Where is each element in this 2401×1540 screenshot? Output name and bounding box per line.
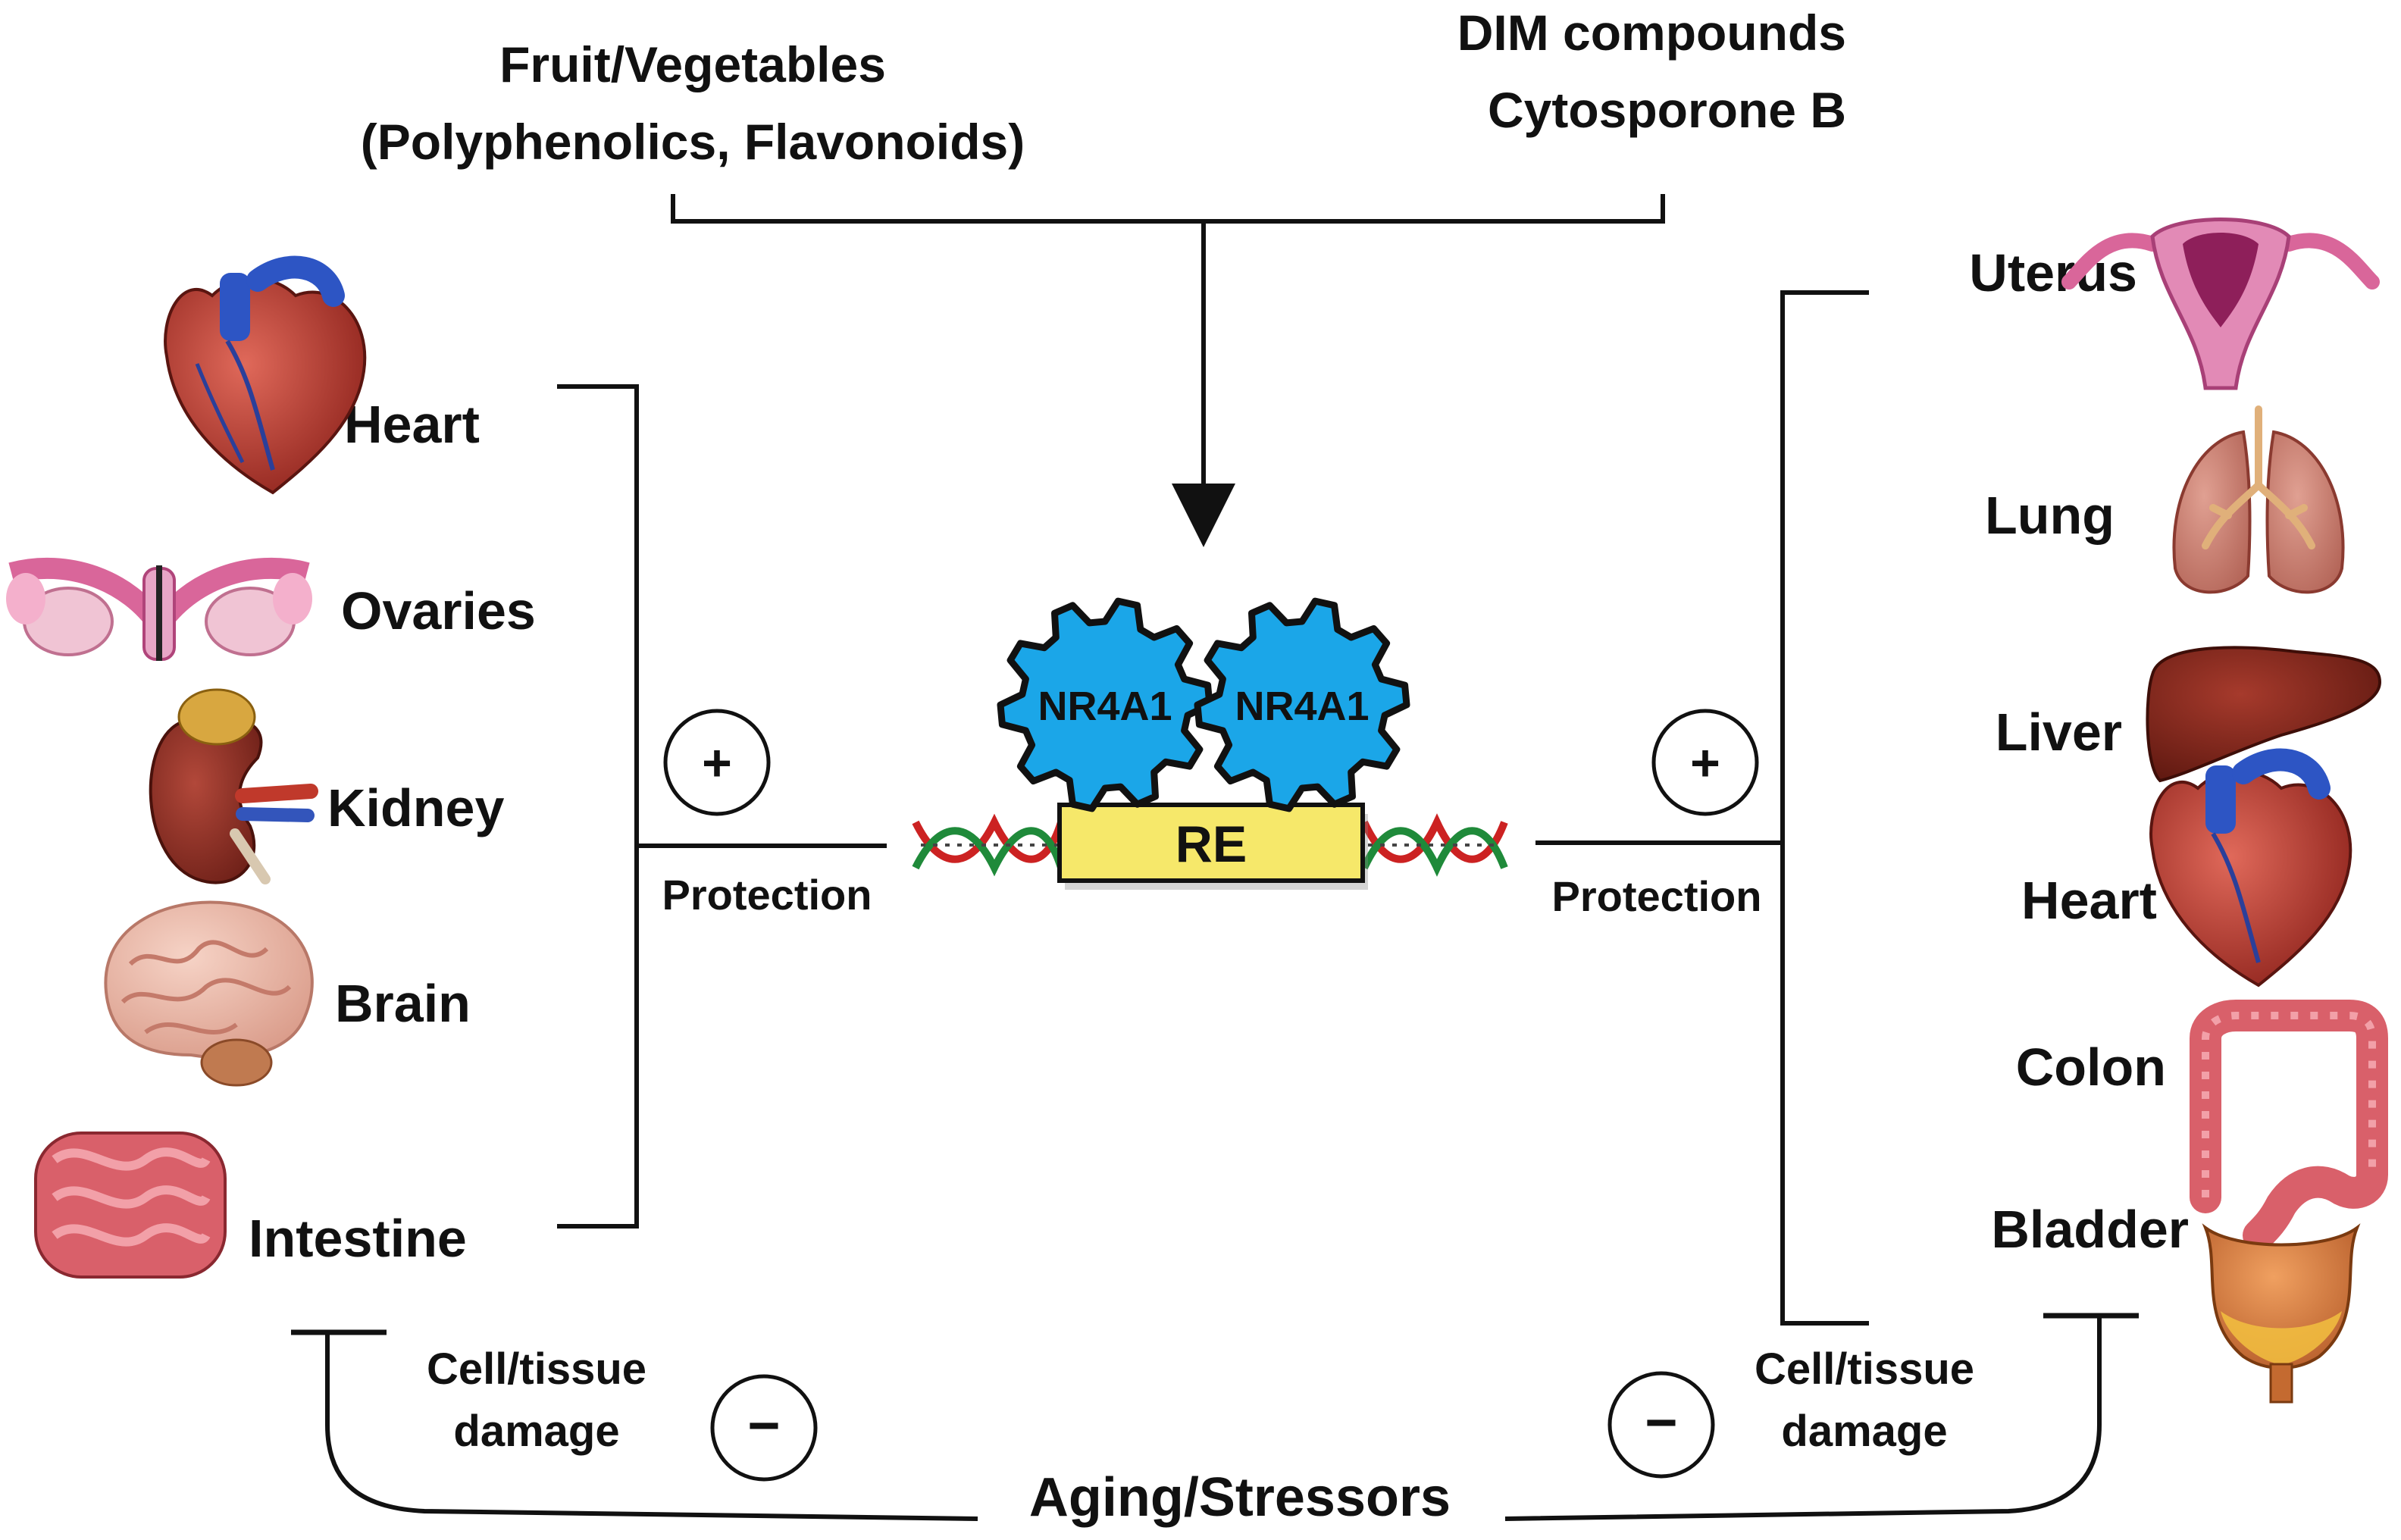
left-minus-circle bbox=[710, 1374, 818, 1482]
input-dim-compounds: DIM compounds bbox=[1457, 5, 1846, 61]
ovaries-icon bbox=[6, 557, 312, 661]
left-plus-circle bbox=[663, 709, 771, 816]
bladder-icon bbox=[2202, 1223, 2361, 1404]
kidney-icon bbox=[149, 688, 318, 884]
left-organ-ovaries-label: Ovaries bbox=[341, 581, 536, 640]
input-polyphenolics: (Polyphenolics, Flavonoids) bbox=[361, 114, 1025, 170]
nr4a1-gear-right bbox=[1194, 597, 1410, 812]
stressor-curve-right bbox=[1504, 1316, 2102, 1521]
right-minus-symbol: − bbox=[1645, 1391, 1677, 1454]
dna-helix-left bbox=[912, 813, 1065, 877]
left-organ-brain-label: Brain bbox=[335, 974, 471, 1033]
response-element-box bbox=[1057, 803, 1365, 883]
uterus-icon bbox=[2061, 218, 2380, 390]
left-protection-label: Protection bbox=[662, 871, 872, 919]
right-organ-colon-label: Colon bbox=[2016, 1038, 2166, 1097]
left-organ-kidney-label: Kidney bbox=[327, 778, 504, 837]
left-damage-label-line1: Cell/tissue bbox=[427, 1344, 646, 1394]
lung-icon bbox=[2172, 405, 2345, 594]
right-damage-label-line1: Cell/tissue bbox=[1755, 1344, 1974, 1394]
nr4a1-label-right: NR4A1 bbox=[1235, 684, 1369, 729]
stressor-curve-left bbox=[325, 1332, 978, 1521]
right-organ-liver-label: Liver bbox=[1996, 703, 2122, 762]
input-fruit-vegetables: Fruit/Vegetables bbox=[499, 36, 886, 92]
right-plus-symbol: + bbox=[1690, 734, 1720, 792]
heart-icon bbox=[2149, 748, 2352, 988]
right-minus-circle bbox=[1607, 1371, 1715, 1479]
liver-icon bbox=[2146, 646, 2382, 783]
left-organ-heart-label: Heart bbox=[344, 395, 480, 454]
colon-icon bbox=[2190, 1000, 2388, 1251]
right-protection-label: Protection bbox=[1552, 872, 1762, 920]
right-organ-heart-label: Heart bbox=[2021, 871, 2157, 930]
left-minus-symbol: − bbox=[747, 1394, 780, 1457]
nr4a1-label-left: NR4A1 bbox=[1038, 684, 1172, 729]
left-damage-label-line2: damage bbox=[453, 1407, 619, 1456]
right-organ-bracket bbox=[1780, 290, 1869, 1326]
left-organ-bracket bbox=[557, 384, 639, 1229]
right-organ-lung-label: Lung bbox=[1985, 486, 2115, 545]
intestine-icon bbox=[34, 1132, 227, 1279]
brain-icon bbox=[104, 900, 314, 1087]
aging-stressors-label: Aging/Stressors bbox=[1029, 1467, 1451, 1528]
dna-helix-right bbox=[1360, 813, 1508, 877]
response-element-label: RE bbox=[1175, 815, 1247, 873]
right-plus-circle bbox=[1651, 709, 1759, 816]
input-bracket bbox=[671, 194, 1665, 224]
right-damage-label-line2: damage bbox=[1781, 1407, 1947, 1456]
heart-icon bbox=[164, 255, 367, 495]
input-cytosporone-b: Cytosporone B bbox=[1488, 82, 1846, 138]
nr4a1-gear-left bbox=[997, 597, 1213, 812]
right-organ-bladder-label: Bladder bbox=[1991, 1200, 2189, 1259]
left-organ-intestine-label: Intestine bbox=[249, 1209, 467, 1268]
left-plus-symbol: + bbox=[702, 734, 732, 792]
